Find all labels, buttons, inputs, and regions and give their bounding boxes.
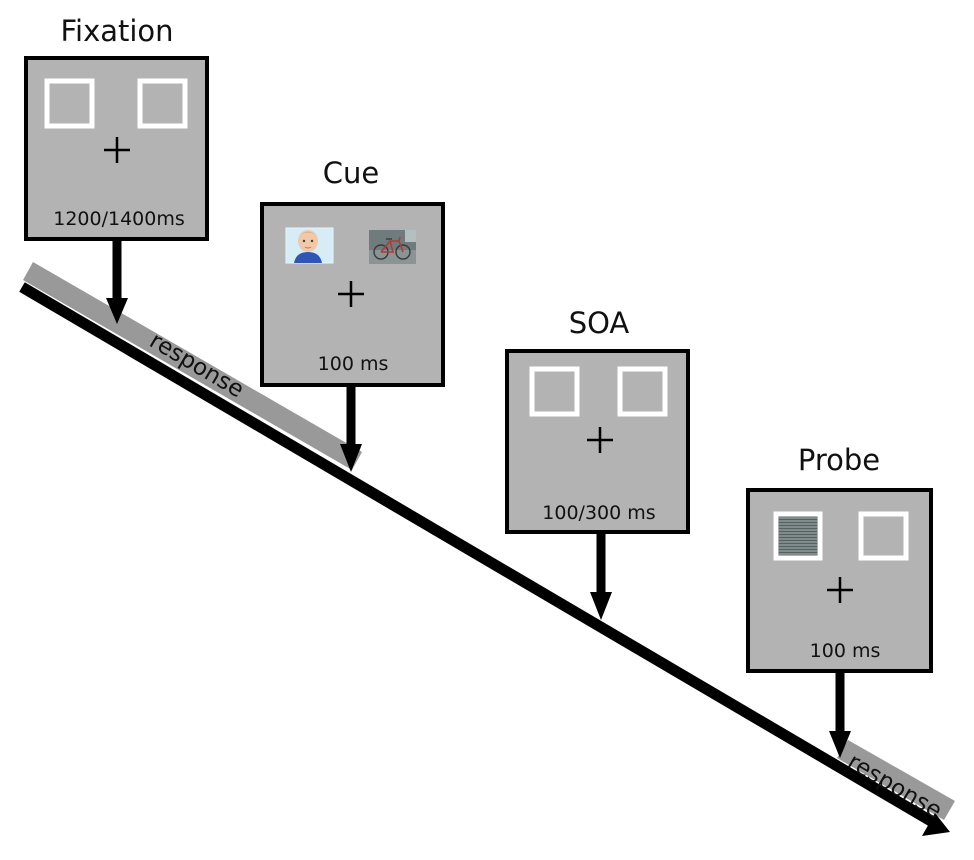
frame-soa: SOA 100/300 ms xyxy=(505,306,690,620)
frame-down-arrow xyxy=(340,387,362,472)
fixation-cross xyxy=(338,281,364,307)
left-placeholder-box xyxy=(529,366,580,417)
left-placeholder-box xyxy=(44,78,95,129)
bicycle-photo-cue xyxy=(369,230,416,264)
right-placeholder-box xyxy=(858,511,909,561)
screen xyxy=(505,349,690,534)
response-label-2: response xyxy=(843,749,946,824)
frame-duration: 100/300 ms xyxy=(542,502,655,524)
frame-title: SOA xyxy=(569,306,630,340)
timeline-line xyxy=(19,282,939,829)
grating-probe xyxy=(773,511,823,561)
frame-duration: 100 ms xyxy=(810,640,881,662)
right-placeholder-box xyxy=(137,78,188,129)
frame-down-arrow xyxy=(829,673,851,758)
frame-down-arrow xyxy=(106,241,128,324)
right-placeholder-box xyxy=(617,366,668,417)
response-band-2 xyxy=(837,740,955,820)
frame-duration: 100 ms xyxy=(318,353,389,375)
response-band-1 xyxy=(23,262,362,470)
frame-title: Fixation xyxy=(60,14,173,48)
frame-title: Cue xyxy=(323,156,379,190)
frame-probe: Probe 100 ms xyxy=(746,443,933,758)
fixation-cross xyxy=(827,577,853,603)
baby-photo-cue xyxy=(285,227,334,264)
fixation-cross xyxy=(587,427,613,453)
timeline-arrowhead xyxy=(922,813,950,836)
fixation-cross xyxy=(104,137,130,163)
frame-cue: Cue 100 ms xyxy=(260,156,445,472)
frame-duration: 1200/1400ms xyxy=(53,208,185,230)
frame-fixation: Fixation 1200/1400ms xyxy=(24,14,209,324)
frame-title: Probe xyxy=(798,443,880,477)
frame-down-arrow xyxy=(590,534,612,620)
